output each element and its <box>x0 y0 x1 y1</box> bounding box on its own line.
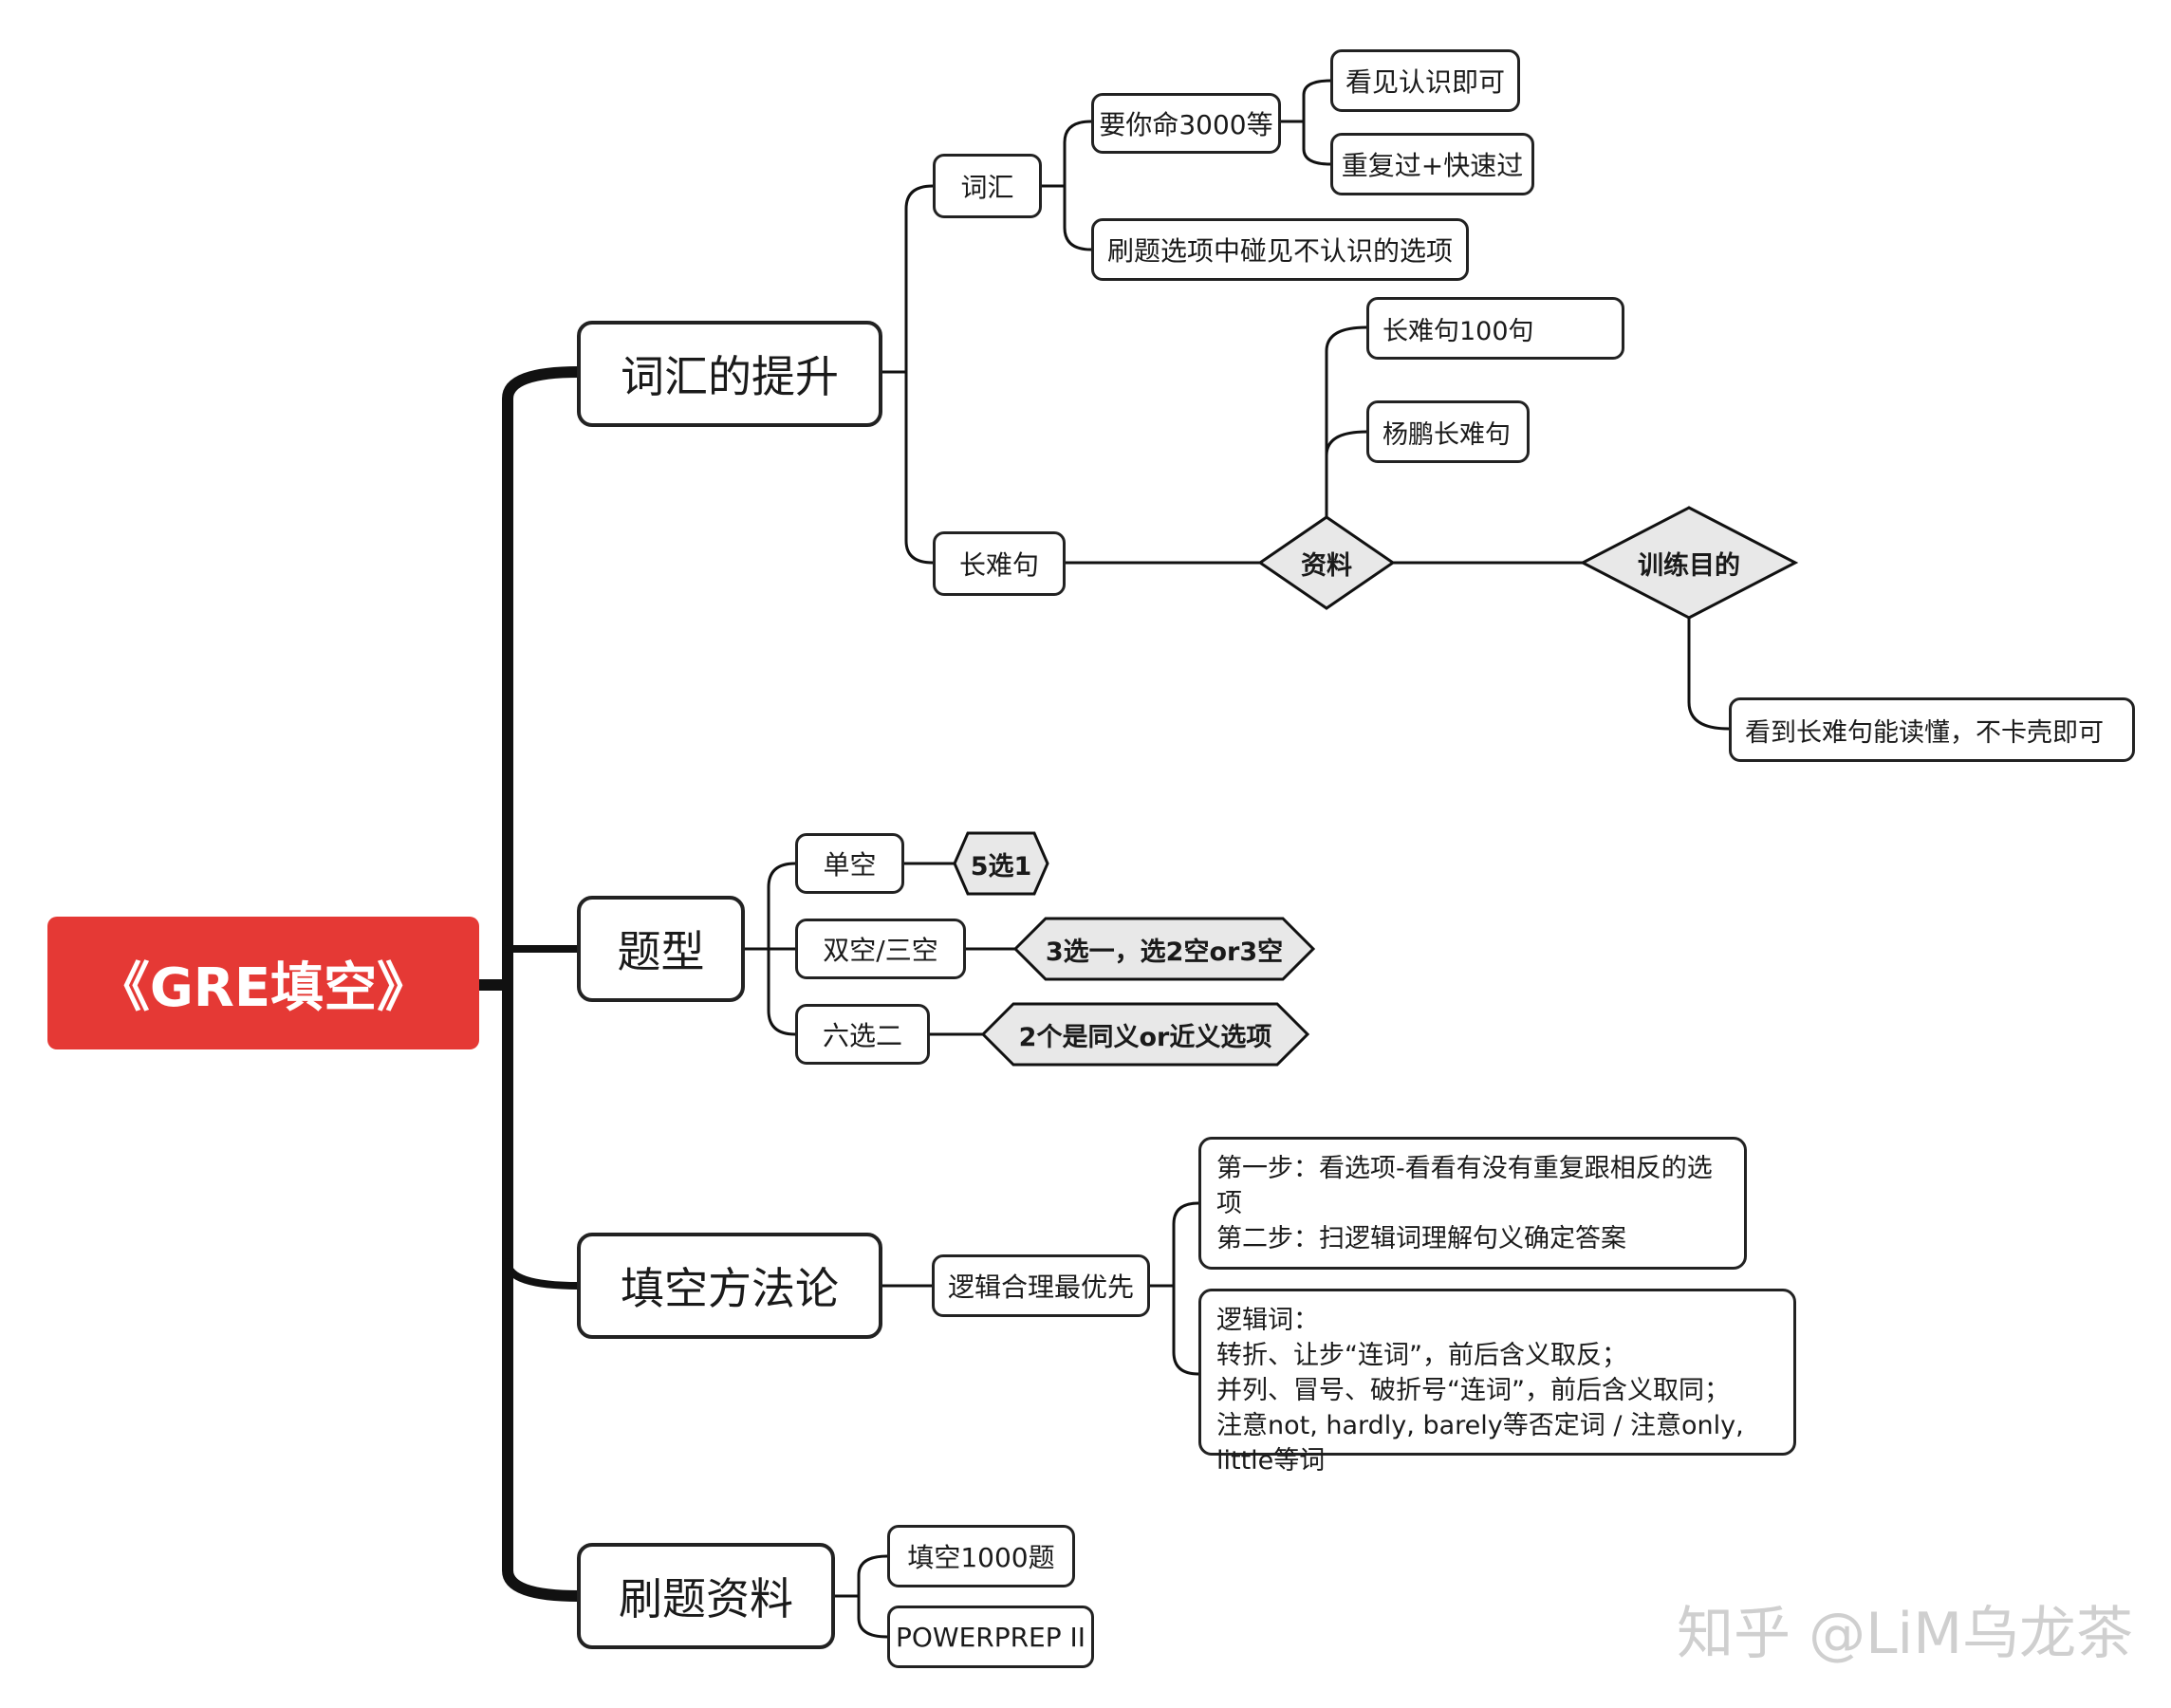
root-node[interactable]: 《GRE填空》 <box>47 917 479 1049</box>
node-method[interactable]: 填空方法论 <box>577 1233 882 1339</box>
watermark-text: 知乎 @LiM乌龙茶 <box>1677 1601 2133 1667</box>
node-materials[interactable]: 刷题资料 <box>577 1543 835 1649</box>
tag-3xuan1 <box>1012 917 1316 981</box>
node-ziliao-child-2[interactable]: 杨鹏长难句 <box>1366 400 1530 463</box>
node-material-1000[interactable]: 填空1000题 <box>887 1525 1075 1587</box>
node-yaoni-child-1[interactable]: 看见认识即可 <box>1330 49 1520 112</box>
tag-2tongyi <box>980 1002 1310 1067</box>
logic-line-2: 转折、让步“连词”，前后含义取反； <box>1216 1341 1627 1370</box>
ziliao-label[interactable]: 资料 <box>1301 550 1352 581</box>
mudi-label[interactable]: 训练目的 <box>1638 550 1740 581</box>
step-line-2: 项 <box>1216 1189 1242 1218</box>
ziliao-diamond <box>1257 515 1396 610</box>
node-cihui[interactable]: 词汇 <box>933 154 1042 218</box>
step-line-3: 第二步：扫逻辑词理解句义确定答案 <box>1216 1224 1626 1253</box>
node-vocab[interactable]: 词汇的提升 <box>577 321 882 427</box>
node-logic-words[interactable]: 逻辑词： 转折、让步“连词”，前后含义取反； 并列、冒号、破折号“连词”，前后含… <box>1198 1289 1796 1476</box>
node-steps[interactable]: 第一步：看选项-看看有没有重复跟相反的选 项 第二步：扫逻辑词理解句义确定答案 <box>1198 1137 1747 1270</box>
logic-line-3: 并列、冒号、破折号“连词”，前后含义取同； <box>1216 1376 1730 1405</box>
node-material-powerprep[interactable]: POWERPREP II <box>887 1606 1094 1668</box>
logic-line-4: 注意not, hardly, barely等否定词 / 注意only, litt… <box>1216 1411 1744 1476</box>
node-changnan[interactable]: 长难句 <box>933 531 1066 596</box>
node-type-shuangkong[interactable]: 双空/三空 <box>795 919 966 979</box>
node-type-danjkong[interactable]: 单空 <box>795 833 904 894</box>
node-mudi-child[interactable]: 看到长难句能读懂，不卡壳即可 <box>1729 697 2135 762</box>
logic-line-1: 逻辑词： <box>1216 1306 1319 1335</box>
tag-5xuan1-label: 5选1 <box>970 851 1032 882</box>
node-yaoni-child-2[interactable]: 重复过+快速过 <box>1330 133 1534 195</box>
node-yaoni[interactable]: 要你命3000等 <box>1091 93 1281 154</box>
tag-3xuan1-label: 3选一，选2空or3空 <box>1045 937 1284 967</box>
node-shuati[interactable]: 刷题选项中碰见不认识的选项 <box>1091 218 1469 281</box>
node-type-liuxuaner[interactable]: 六选二 <box>795 1004 930 1065</box>
node-luoji-youxian[interactable]: 逻辑合理最优先 <box>932 1254 1150 1317</box>
step-line-1: 第一步：看选项-看看有没有重复跟相反的选 <box>1216 1154 1713 1183</box>
mudi-diamond <box>1579 506 1799 620</box>
node-ziliao-child-1[interactable]: 长难句100句 <box>1366 297 1624 360</box>
node-types[interactable]: 题型 <box>577 896 745 1002</box>
tag-2tongyi-label: 2个是同义or近义选项 <box>1018 1022 1272 1052</box>
tag-5xuan1 <box>953 831 1049 896</box>
